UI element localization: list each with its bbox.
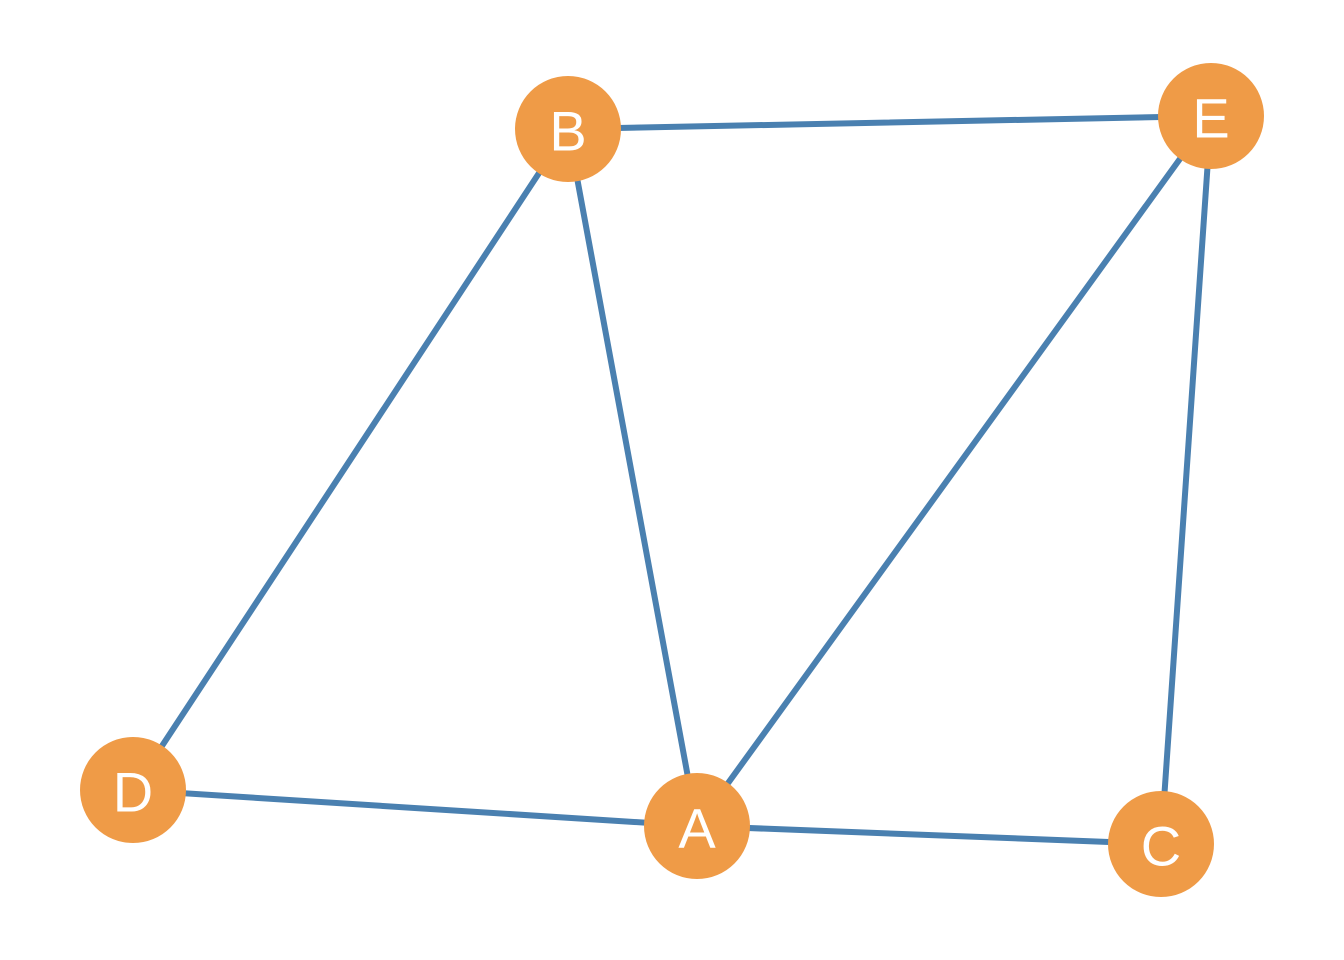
- edge-e-a: [694, 113, 1214, 829]
- node-c: C: [1108, 791, 1214, 897]
- node-d: D: [80, 737, 186, 843]
- node-label-d: D: [113, 761, 153, 824]
- edge-b-a: [565, 126, 700, 829]
- node-circle-c: [1108, 791, 1214, 897]
- edge-b-e: [565, 113, 1214, 132]
- node-label-a: A: [678, 797, 716, 860]
- edges-layer: [130, 113, 1214, 847]
- node-label-e: E: [1192, 87, 1229, 150]
- edge-d-a: [130, 787, 700, 829]
- node-e: E: [1158, 63, 1264, 169]
- edge-e-c: [1158, 113, 1214, 847]
- node-a: A: [644, 773, 750, 879]
- node-circle-a: [644, 773, 750, 879]
- edge-b-d: [130, 126, 571, 793]
- node-label-c: C: [1141, 815, 1181, 878]
- node-circle-d: [80, 737, 186, 843]
- node-b: B: [515, 76, 621, 182]
- node-label-b: B: [549, 100, 586, 163]
- nodes-layer: A B C D E: [80, 63, 1264, 897]
- node-circle-b: [515, 76, 621, 182]
- node-circle-e: [1158, 63, 1264, 169]
- edge-a-c: [694, 823, 1164, 847]
